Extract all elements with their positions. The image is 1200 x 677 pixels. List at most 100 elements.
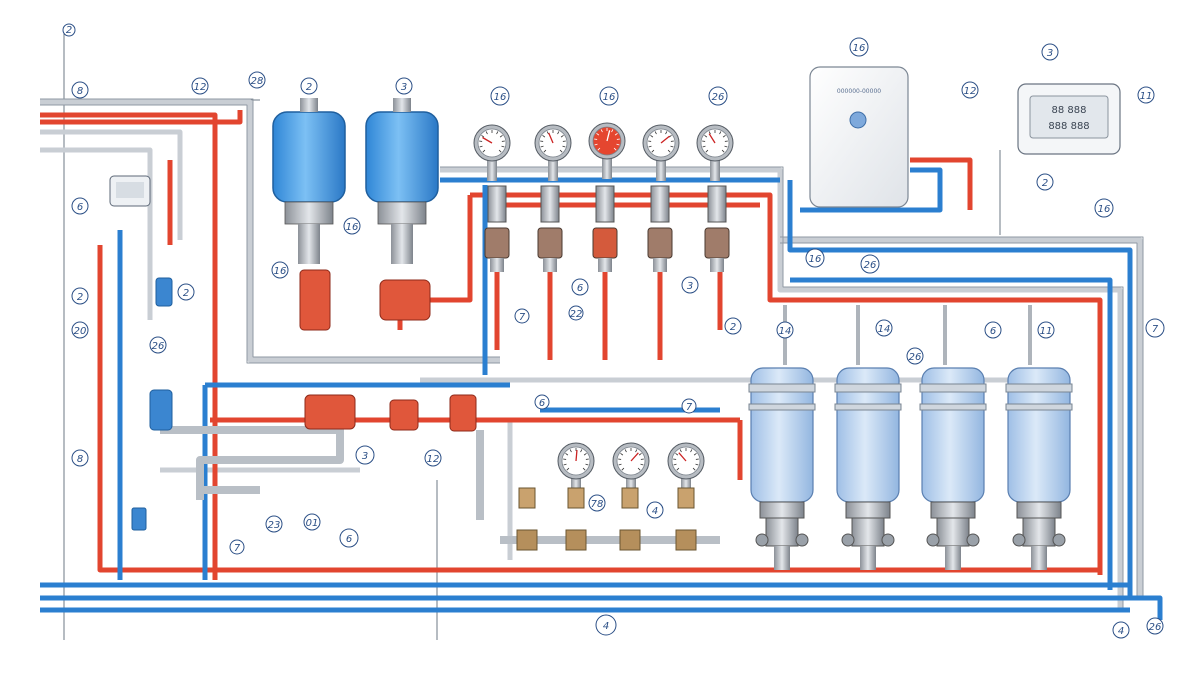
gauge-stem	[710, 159, 720, 181]
valve-body	[568, 488, 584, 508]
callout-text: 14	[779, 326, 792, 337]
callout-text: 8	[77, 86, 83, 97]
manifold-valve	[705, 186, 729, 272]
filter-head	[760, 502, 804, 518]
callout-text: 26	[909, 352, 922, 363]
filter-band	[749, 404, 815, 410]
callout: 4	[596, 615, 616, 635]
valve-tee	[620, 530, 640, 550]
callout: 16	[272, 262, 288, 278]
callout: 16	[344, 218, 360, 234]
callout: 2	[72, 288, 88, 304]
callout-text: 2	[730, 322, 736, 333]
callout: 3	[1042, 44, 1058, 60]
valve-body	[651, 186, 669, 222]
callout-text: 16	[1098, 204, 1111, 215]
callout-text: 26	[1149, 622, 1162, 633]
filter-band	[1006, 404, 1072, 410]
callout: 20	[72, 322, 88, 338]
expansion-tank-right	[366, 98, 438, 264]
valve-body	[708, 186, 726, 222]
callout-text: 20	[74, 326, 87, 337]
gauge-stem	[602, 157, 612, 179]
gauge-stem	[656, 159, 666, 181]
callout: 26	[861, 255, 879, 273]
callout-text: 4	[603, 621, 609, 632]
valve-actuator	[648, 228, 672, 258]
callout: 12	[192, 78, 208, 94]
pressure-gauge	[697, 125, 733, 181]
callout: 7	[682, 399, 696, 413]
filter-valve	[852, 518, 884, 546]
filter-knob	[1013, 534, 1025, 546]
callout-text: 6	[990, 326, 996, 337]
callout: 16	[491, 87, 509, 105]
boiler-emblem-icon	[850, 112, 866, 128]
callout: 4	[647, 502, 663, 518]
callout-text: 16	[346, 222, 359, 233]
filter-vessel	[749, 368, 815, 570]
callout-text: 3	[401, 82, 407, 93]
filter-valve	[937, 518, 969, 546]
callout-text: 26	[152, 341, 165, 352]
valve-union	[543, 258, 557, 272]
callout-text: 11	[1040, 326, 1053, 337]
valve-body	[519, 488, 535, 508]
callout-text: 7	[1152, 324, 1159, 335]
callout: 14	[777, 322, 793, 338]
callout: 23	[266, 516, 282, 532]
callout-text: 11	[1140, 91, 1153, 102]
boiler-unit: 000000-00000	[810, 67, 908, 207]
filter-vessels	[749, 368, 1072, 570]
callout-text: 3	[687, 281, 693, 292]
callout: 16	[850, 38, 868, 56]
filter-head	[1017, 502, 1061, 518]
callout-text: 2	[66, 25, 72, 36]
callout: 16	[600, 87, 618, 105]
callout: 26	[1147, 618, 1163, 634]
valve-body	[622, 488, 638, 508]
filter-band	[835, 404, 901, 410]
callout-text: 2	[183, 288, 189, 299]
callout: 6	[985, 322, 1001, 338]
lower-manifold-valve	[566, 488, 586, 550]
lower-manifold-valve	[517, 488, 537, 550]
pressure-gauge	[643, 125, 679, 181]
callout-text: 14	[878, 324, 891, 335]
pressure-gauge	[474, 125, 510, 181]
pressure-gauge	[535, 125, 571, 181]
callout-text: 23	[268, 520, 281, 531]
callout-text: 7	[234, 543, 241, 554]
callout-text: 6	[77, 202, 83, 213]
valve-tee	[517, 530, 537, 550]
filter-outlet	[774, 546, 790, 570]
callout: 22	[569, 306, 583, 320]
callout-text: 16	[809, 254, 822, 265]
filter-knob	[967, 534, 979, 546]
manifold-valve	[538, 186, 562, 272]
callout: 2	[725, 318, 741, 334]
callout-text: 7	[686, 402, 693, 413]
valve-union	[653, 258, 667, 272]
filter-knob	[882, 534, 894, 546]
callout-text: 12	[964, 86, 977, 97]
callout: 11	[1138, 87, 1154, 103]
callout: 2	[63, 24, 75, 36]
filter-knob	[756, 534, 768, 546]
callout: 8	[72, 82, 88, 98]
valve-body	[488, 186, 506, 222]
filter-valve	[1023, 518, 1055, 546]
callout: 26	[709, 87, 727, 105]
callout: 2	[301, 78, 317, 94]
callout-text: 16	[603, 92, 616, 103]
callout-labels: 8 12 28 2 3 16 16 26 16 3 12 11 6 16 16 …	[63, 24, 1164, 638]
filter-knob	[1053, 534, 1065, 546]
callout: 3	[356, 446, 374, 464]
filter-outlet	[1031, 546, 1047, 570]
filter-knob	[842, 534, 854, 546]
callout: 3	[396, 78, 412, 94]
callout: 16	[1095, 199, 1113, 217]
callout: 78	[589, 495, 605, 511]
filter-vessel	[835, 368, 901, 570]
